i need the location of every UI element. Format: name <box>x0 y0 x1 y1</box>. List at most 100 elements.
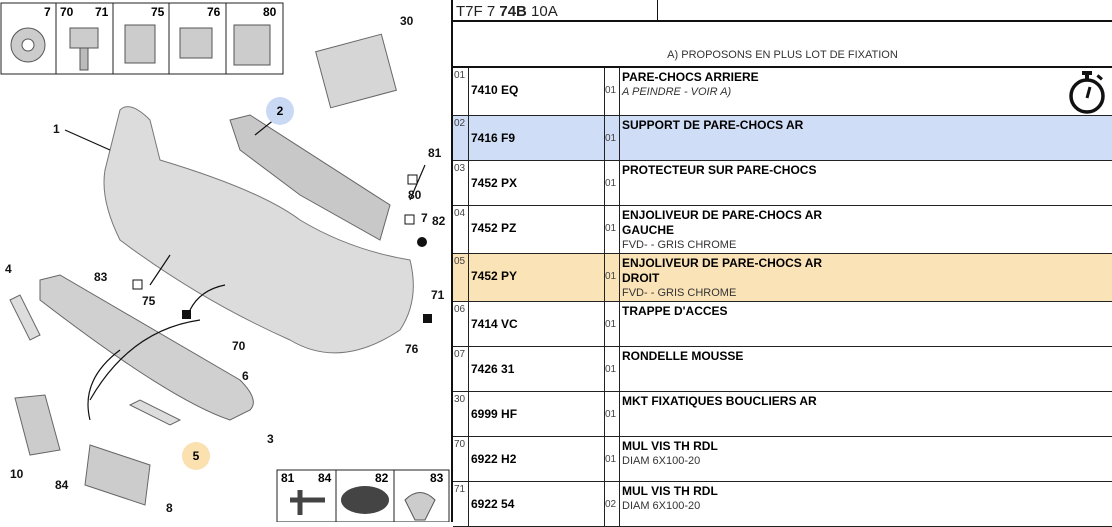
part-detail: FVD- - GRIS CHROME <box>622 287 737 299</box>
part-side: DROIT <box>622 271 660 285</box>
ref-suffix: 10A <box>526 3 558 20</box>
description: PARE-CHOCS ARRIERE A PEINDRE - VOIR A) <box>620 68 1112 115</box>
part-detail: FVD- - GRIS CHROME <box>622 239 737 251</box>
box-label: 84 <box>318 471 332 485</box>
part-number[interactable]: 6922 54 <box>469 482 605 526</box>
quantity: 01 <box>605 392 620 436</box>
callout-highlight: 5 <box>182 442 210 470</box>
description: MUL VIS TH RDL DIAM 6X100-20 <box>620 482 1112 526</box>
box-label: 75 <box>151 5 165 19</box>
callout: 83 <box>94 270 108 284</box>
part-name: ENJOLIVEUR DE PARE-CHOCS AR <box>622 208 823 222</box>
ref-number: 30 <box>453 392 469 436</box>
part-number[interactable]: 7452 PZ <box>469 206 605 253</box>
callout: 70 <box>232 339 246 353</box>
part-name: MUL VIS TH RDL <box>622 484 718 498</box>
quantity: 01 <box>605 254 620 301</box>
ref-prefix: T7F 7 <box>456 3 500 20</box>
part-detail: DIAM 6X100-20 <box>622 455 701 467</box>
part-row[interactable]: 02 7416 F9 01 SUPPORT DE PARE-CHOCS AR <box>453 116 1112 161</box>
part-name: TRAPPE D'ACCES <box>622 304 728 318</box>
part-name: MUL VIS TH RDL <box>622 439 718 453</box>
bumper-drawing <box>0 2 450 522</box>
part-side: GAUCHE <box>622 223 675 237</box>
reference-header: T7F 7 74B 10A <box>453 0 1112 22</box>
part-row[interactable]: 03 7452 PX 01 PROTECTEUR SUR PARE-CHOCS <box>453 161 1112 206</box>
part-number[interactable]: 7452 PX <box>469 161 605 205</box>
callout: 8 <box>166 501 173 515</box>
callout: 76 <box>405 342 419 356</box>
part-row[interactable]: 01 7410 EQ 01 PARE-CHOCS ARRIERE A PEINDR… <box>453 68 1112 116</box>
part-row[interactable]: 05 7452 PY 01 ENJOLIVEUR DE PARE-CHOCS A… <box>453 254 1112 302</box>
callout: 6 <box>242 369 249 383</box>
quantity: 01 <box>605 302 620 346</box>
part-name: MKT FIXATIQUES BOUCLIERS AR <box>622 394 817 408</box>
callout: 84 <box>55 478 69 492</box>
callout: 7 <box>421 211 428 225</box>
quantity: 01 <box>605 206 620 253</box>
box-label: 83 <box>430 471 444 485</box>
part-row[interactable]: 06 7414 VC 01 TRAPPE D'ACCES <box>453 302 1112 347</box>
box-label: 76 <box>207 5 221 19</box>
part-name: RONDELLE MOUSSE <box>622 349 744 363</box>
part-row[interactable]: 07 7426 31 01 RONDELLE MOUSSE <box>453 347 1112 392</box>
ref-number: 03 <box>453 161 469 205</box>
part-name: ENJOLIVEUR DE PARE-CHOCS AR <box>622 256 823 270</box>
callout: 82 <box>432 214 446 228</box>
quantity: 01 <box>605 68 620 115</box>
part-number[interactable]: 7410 EQ <box>469 68 605 115</box>
reference-code: T7F 7 74B 10A <box>453 0 658 20</box>
part-name: PARE-CHOCS ARRIERE <box>622 70 759 84</box>
box-label: 82 <box>375 471 389 485</box>
part-row[interactable]: 04 7452 PZ 01 ENJOLIVEUR DE PARE-CHOCS A… <box>453 206 1112 254</box>
description: MKT FIXATIQUES BOUCLIERS AR <box>620 392 1112 436</box>
box-label: 7 <box>44 5 51 19</box>
ref-number: 06 <box>453 302 469 346</box>
quantity: 02 <box>605 482 620 526</box>
exploded-parts-diagram: 7 70 71 75 76 80 81 84 82 83 30 1 2 81 8… <box>0 0 450 522</box>
quantity: 01 <box>605 347 620 391</box>
box-label: 70 <box>60 5 74 19</box>
ref-number: 01 <box>453 68 469 115</box>
box-label: 71 <box>95 5 109 19</box>
description: TRAPPE D'ACCES <box>620 302 1112 346</box>
part-number[interactable]: 6999 HF <box>469 392 605 436</box>
part-number[interactable]: 7452 PY <box>469 254 605 301</box>
part-name: PROTECTEUR SUR PARE-CHOCS <box>622 163 817 177</box>
fixation-note: A) PROPOSONS EN PLUS LOT DE FIXATION <box>453 22 1112 68</box>
ref-number: 04 <box>453 206 469 253</box>
callout: 80 <box>408 188 422 202</box>
callout-highlight: 2 <box>266 97 294 125</box>
part-number[interactable]: 7414 VC <box>469 302 605 346</box>
description: SUPPORT DE PARE-CHOCS AR <box>620 116 1112 160</box>
part-number[interactable]: 7416 F9 <box>469 116 605 160</box>
callout: 3 <box>267 432 274 446</box>
ref-bold: 74B <box>499 3 527 20</box>
callout: 4 <box>5 262 12 276</box>
ref-number: 05 <box>453 254 469 301</box>
part-detail: DIAM 6X100-20 <box>622 500 701 512</box>
ref-number: 07 <box>453 347 469 391</box>
part-row[interactable]: 70 6922 H2 01 MUL VIS TH RDL DIAM 6X100-2… <box>453 437 1112 482</box>
part-row[interactable]: 71 6922 54 02 MUL VIS TH RDL DIAM 6X100-2… <box>453 482 1112 527</box>
ref-number: 02 <box>453 116 469 160</box>
callout: 10 <box>10 467 24 481</box>
description: PROTECTEUR SUR PARE-CHOCS <box>620 161 1112 205</box>
stopwatch-icon[interactable] <box>1066 70 1108 114</box>
part-number[interactable]: 6922 H2 <box>469 437 605 481</box>
part-number[interactable]: 7426 31 <box>469 347 605 391</box>
quantity: 01 <box>605 161 620 205</box>
part-name: SUPPORT DE PARE-CHOCS AR <box>622 118 804 132</box>
quantity: 01 <box>605 437 620 481</box>
callout: 81 <box>428 146 442 160</box>
ref-number: 71 <box>453 482 469 526</box>
box-label: 80 <box>263 5 277 19</box>
parts-list-panel: T7F 7 74B 10A A) PROPOSONS EN PLUS LOT D… <box>451 0 1112 527</box>
ref-number: 70 <box>453 437 469 481</box>
part-detail: A PEINDRE - VOIR A) <box>622 86 732 98</box>
callout: 75 <box>142 294 156 308</box>
box-label: 81 <box>281 471 295 485</box>
part-row[interactable]: 30 6999 HF 01 MKT FIXATIQUES BOUCLIERS A… <box>453 392 1112 437</box>
